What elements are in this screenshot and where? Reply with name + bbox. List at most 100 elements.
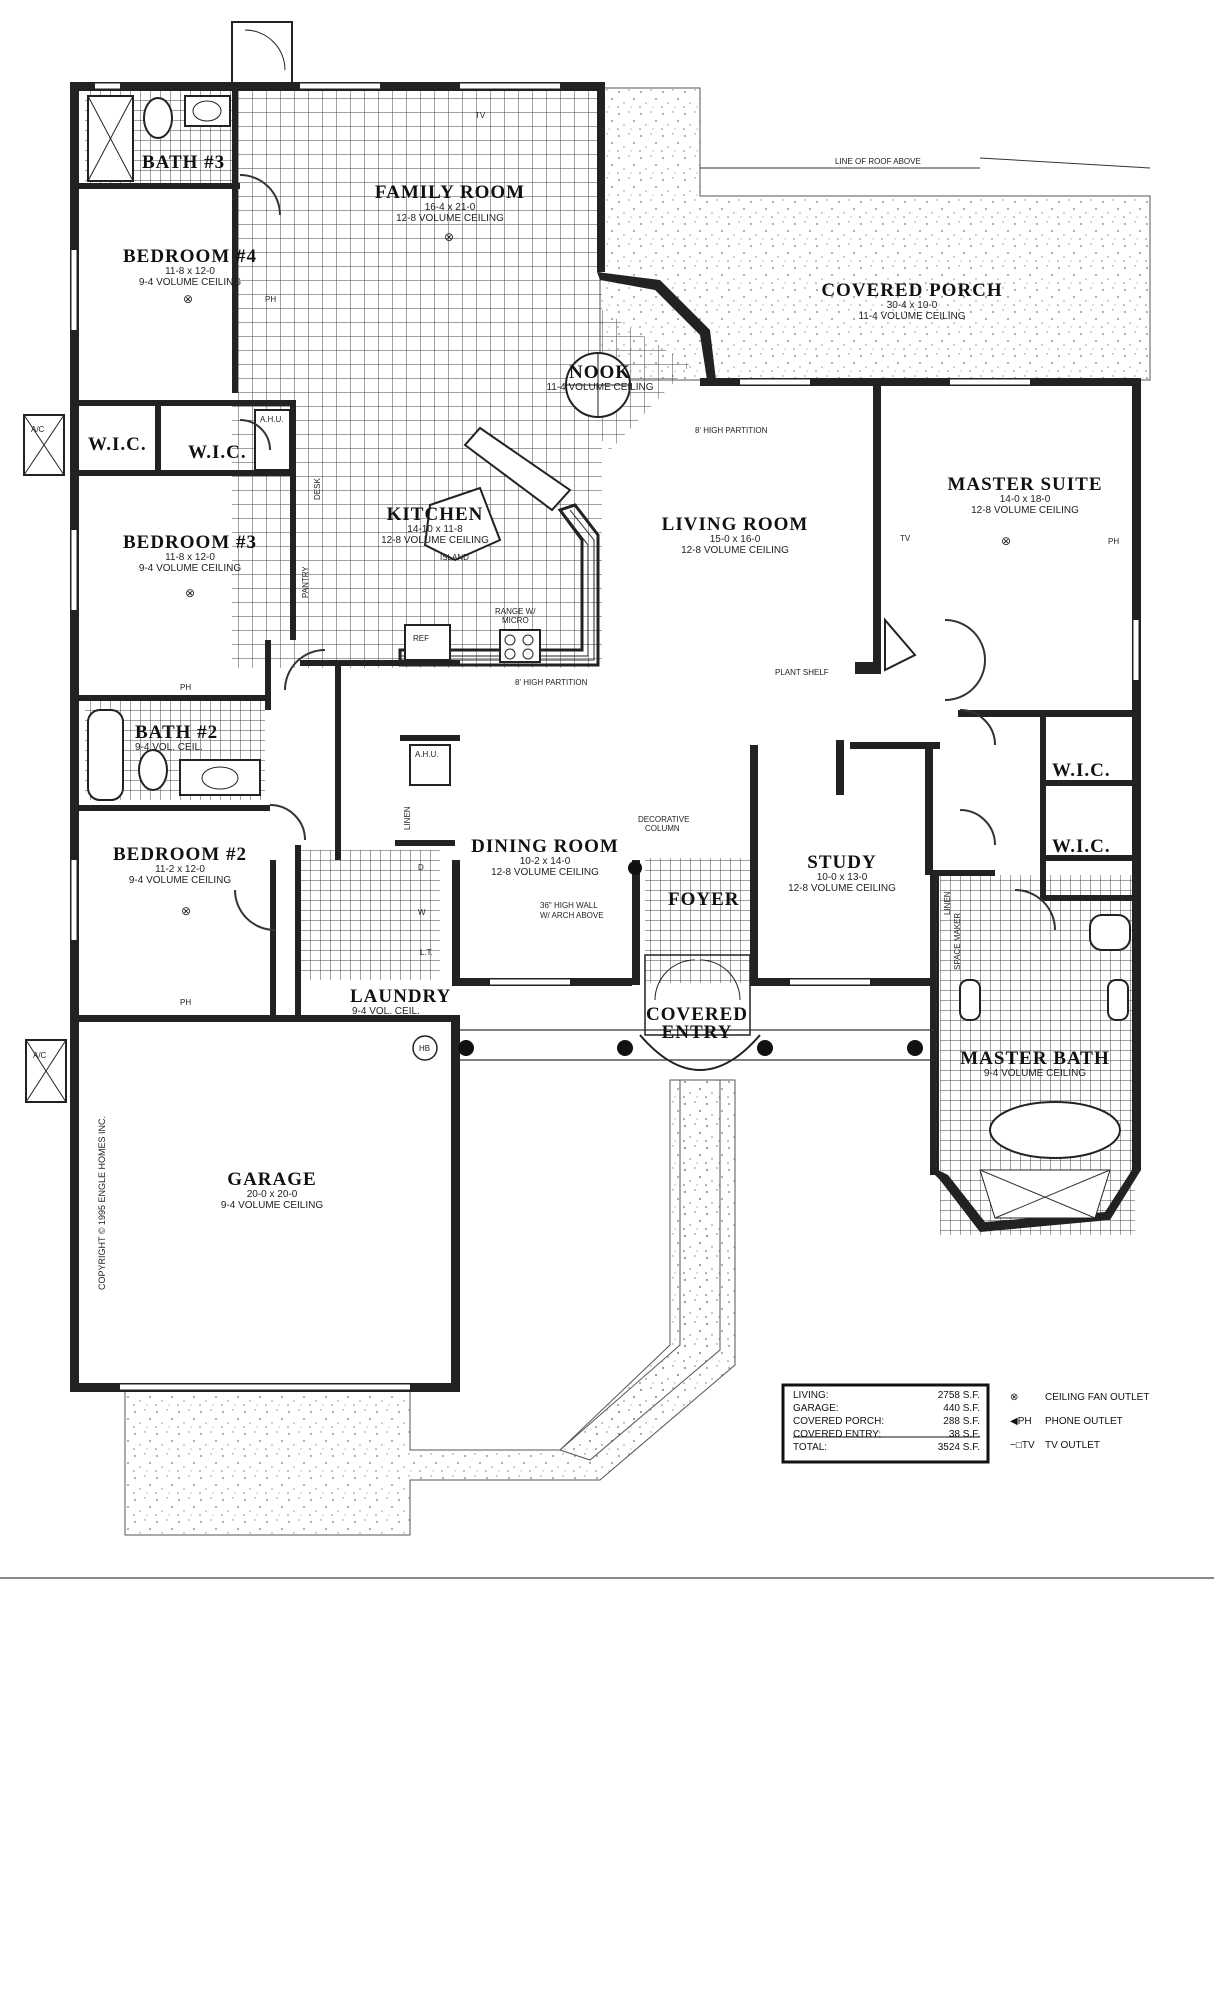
kitchen-island [423, 486, 502, 562]
pantry-label: PANTRY [301, 566, 310, 598]
room-nook: NOOK 11-4 VOLUME CEILING [546, 362, 653, 393]
ahu-box-2 [409, 744, 451, 786]
garage-dims: 20-0 x 20-0 [247, 1189, 298, 1200]
foyer-tile [645, 858, 755, 983]
decorative-column-note-1: DECORATIVE [638, 815, 689, 824]
family-room-name: FAMILY ROOM [375, 182, 525, 203]
room-master-suite: MASTER SUITE 14-0 x 18-0 12-8 VOLUME CEI… [900, 474, 1119, 548]
kitchen-counter [398, 503, 600, 667]
bedroom2-dims: 11-2 x 12-0 [155, 864, 205, 875]
page-divider [0, 1577, 1214, 1579]
bath3-name: BATH #3 [142, 152, 225, 173]
partition-note-top: 8' HIGH PARTITION [695, 426, 768, 435]
ceiling-fan-icon: ⊗ [181, 904, 191, 918]
laundry-ceiling: 9-4 VOL. CEIL. [352, 1006, 420, 1017]
high-wall-note-1: 36" HIGH WALL [540, 901, 598, 910]
family-room-ceiling: 12-8 VOLUME CEILING [396, 213, 504, 224]
living-room-name: LIVING ROOM [662, 514, 809, 535]
hose-bib [412, 1035, 438, 1061]
tv-outlet-icon: TV [900, 534, 911, 543]
plant-shelf-note: PLANT SHELF [775, 668, 829, 677]
range [499, 629, 541, 663]
line-of-roof-label: LINE OF ROOF ABOVE [835, 157, 921, 166]
legend-area-label: LIVING: [793, 1390, 829, 1401]
tv-outlet-icon: TV [475, 111, 486, 120]
dryer-label: D [418, 863, 424, 872]
covered-porch-area [599, 87, 1151, 381]
phone-outlet-icon: PH [1108, 537, 1119, 546]
garage-name: GARAGE [227, 1169, 316, 1190]
ac-label-top: A/C [31, 425, 45, 434]
master-bath-ceiling: 9-4 VOLUME CEILING [984, 1068, 1086, 1079]
room-family-room: FAMILY ROOM 16-4 x 21-0 12-8 VOLUME CEIL… [375, 111, 525, 244]
windows [71, 83, 1139, 1390]
ahu-label-1: A.H.U. [260, 415, 284, 424]
laundry-tub-label: L.T. [420, 948, 433, 957]
high-wall-note-2: W/ ARCH ABOVE [540, 911, 604, 920]
ceiling-fan-icon: ⊗ [183, 292, 193, 306]
bedroom4-dims: 11-8 x 12-0 [165, 266, 215, 277]
room-covered-entry: COVERED ENTRY [646, 1004, 748, 1043]
bath2-name: BATH #2 [135, 722, 218, 743]
refrigerator [404, 624, 451, 661]
ac-label-bottom: A/C [33, 1051, 47, 1060]
kitchen-sink-counter [463, 426, 572, 512]
ahu-label-2: A.H.U. [415, 750, 439, 759]
area-legend: LIVING:2758 S.F.GARAGE:440 S.F.COVERED P… [781, 1383, 990, 1464]
bedroom2-ceiling: 9-4 VOLUME CEILING [129, 875, 231, 886]
living-room-ceiling: 12-8 VOLUME CEILING [681, 545, 789, 556]
legend-area-value: 2758 S.F. [938, 1390, 980, 1401]
kitchen-name: KITCHEN [387, 504, 484, 525]
covered-entry-name-1: COVERED [646, 1004, 748, 1025]
ac-unit-top: A/C [23, 414, 65, 476]
nook-name: NOOK [569, 362, 631, 383]
room-bedroom3: BEDROOM #3 11-8 x 12-0 9-4 VOLUME CEILIN… [123, 532, 256, 692]
room-master-bath: MASTER BATH 9-4 VOLUME CEILING SPACE MAK… [943, 891, 1109, 1079]
room-dining: DINING ROOM 10-2 x 14-0 12-8 VOLUME CEIL… [471, 815, 689, 920]
partition-note-kitchen: 8' HIGH PARTITION [515, 678, 588, 687]
legend-symbol-label: PHONE OUTLET [1045, 1416, 1123, 1427]
study-dims: 10-0 x 13-0 [817, 872, 868, 883]
decorative-column-note-2: COLUMN [645, 824, 680, 833]
legend-area-value: 288 S.F. [943, 1416, 980, 1427]
ceiling-fan-icon: ⊗ [185, 586, 195, 600]
ceiling-fan-icon: ⊗ [1010, 1392, 1018, 1403]
range-label-2: MICRO [502, 616, 529, 625]
island-label: ISLAND [440, 553, 469, 562]
nook-table [565, 352, 631, 418]
kitchen-ceiling: 12-8 VOLUME CEILING [381, 535, 489, 546]
door-swings [234, 174, 1056, 931]
bedroom3-dims: 11-8 x 12-0 [165, 552, 215, 563]
legend-area-label: TOTAL: [793, 1442, 827, 1453]
phone-outlet-icon: PH [180, 683, 191, 692]
bath3-exterior-door [231, 21, 293, 91]
study-ceiling: 12-8 VOLUME CEILING [788, 883, 896, 894]
wic-left-2-name: W.I.C. [188, 442, 247, 463]
ac-unit-bottom: A/C [25, 1039, 67, 1103]
space-maker-label: SPACE MAKER [953, 913, 962, 970]
ref-label: REF [413, 634, 429, 643]
garage-ceiling: 9-4 VOLUME CEILING [221, 1200, 323, 1211]
phone-outlet-icon: PH [180, 998, 191, 1007]
legend-symbol-label: CEILING FAN OUTLET [1045, 1392, 1149, 1403]
desk-label: DESK [313, 478, 322, 500]
bedroom3-ceiling: 9-4 VOLUME CEILING [139, 563, 241, 574]
legend-area-label: COVERED PORCH: [793, 1416, 884, 1427]
covered-entry-arch [460, 954, 935, 1071]
columns [458, 861, 923, 1056]
ceiling-fan-icon: ⊗ [444, 230, 454, 244]
covered-porch-ceiling: 11-4 VOLUME CEILING [858, 311, 965, 322]
dining-room-name: DINING ROOM [471, 836, 619, 857]
phone-icon: ◀PH [1010, 1416, 1032, 1427]
washer-label: W [418, 908, 426, 917]
room-kitchen: KITCHEN 14-10 x 11-8 12-8 VOLUME CEILING… [301, 478, 536, 643]
room-bedroom4: BEDROOM #4 11-8 x 12-0 9-4 VOLUME CEILIN… [123, 246, 276, 306]
room-laundry: LAUNDRY 9-4 VOL. CEIL. D W L.T. [350, 863, 450, 1017]
foyer-name: FOYER [668, 889, 740, 910]
wic-master-1-name: W.I.C. [1052, 760, 1111, 781]
floor-plan: LINE OF ROOF ABOVE [23, 21, 1151, 1536]
master-suite-dims: 14-0 x 18-0 [1000, 494, 1051, 505]
legend-area-value: 440 S.F. [943, 1403, 980, 1414]
ceiling-fan-icon: ⊗ [1001, 534, 1011, 548]
